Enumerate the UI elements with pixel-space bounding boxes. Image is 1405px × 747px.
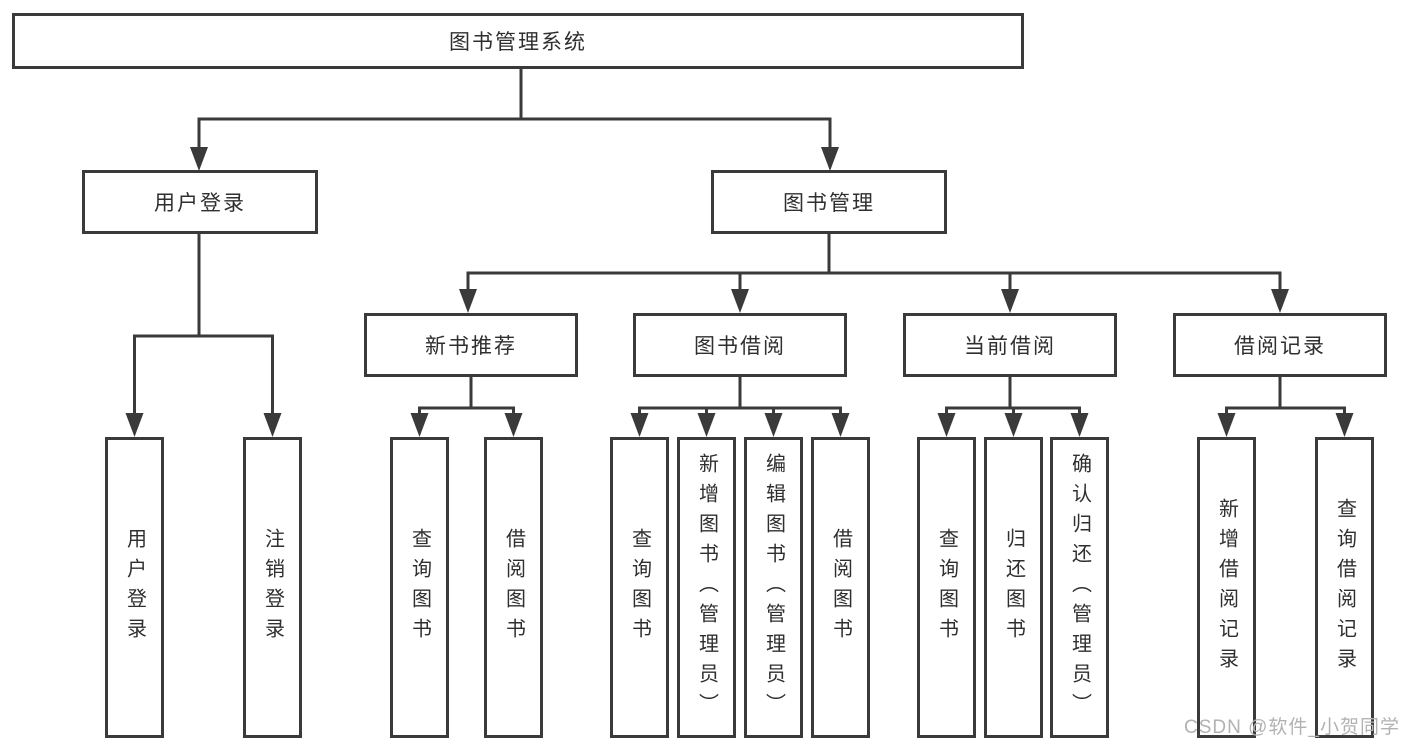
node-new-book-recommend: 新书推荐 [364, 313, 578, 377]
node-borrow-record: 借阅记录 [1173, 313, 1387, 377]
leaf-user-login: 用户登录 [105, 437, 164, 738]
connector-user-login-to-leaves [125, 233, 282, 437]
leaf-edit-book-admin: 编辑图书（管理员） [744, 437, 803, 738]
node-root-system: 图书管理系统 [12, 13, 1024, 69]
connector-new-book-rec-to-leaves [410, 377, 523, 437]
leaf-confirm-return-admin: 确认归还（管理员） [1050, 437, 1109, 738]
leaf-logout: 注销登录 [243, 437, 302, 738]
leaf-query-books-borrow: 查询图书 [610, 437, 669, 738]
node-book-management: 图书管理 [711, 170, 947, 234]
connector-book-borrow-to-leaves [630, 377, 850, 437]
connector-root-to-level1 [190, 69, 839, 171]
connector-book-mgmt-to-level2 [459, 233, 1289, 313]
leaf-return-book: 归还图书 [984, 437, 1043, 738]
node-current-borrow: 当前借阅 [903, 313, 1117, 377]
leaf-query-borrow-record: 查询借阅记录 [1315, 437, 1374, 738]
leaf-query-books-recommend: 查询图书 [390, 437, 449, 738]
csdn-watermark: CSDN @软件_小贺同学 [1184, 717, 1400, 738]
node-book-borrow: 图书借阅 [633, 313, 847, 377]
leaf-borrow-books: 借阅图书 [811, 437, 870, 738]
connector-borrow-record-to-leaves [1217, 377, 1354, 437]
node-user-login: 用户登录 [82, 170, 318, 234]
leaf-query-books-current: 查询图书 [917, 437, 976, 738]
leaf-add-borrow-record: 新增借阅记录 [1197, 437, 1256, 738]
leaf-borrow-books-recommend: 借阅图书 [484, 437, 543, 738]
connector-current-borrow-to-leaves [937, 377, 1089, 437]
leaf-add-book-admin: 新增图书（管理员） [677, 437, 736, 738]
